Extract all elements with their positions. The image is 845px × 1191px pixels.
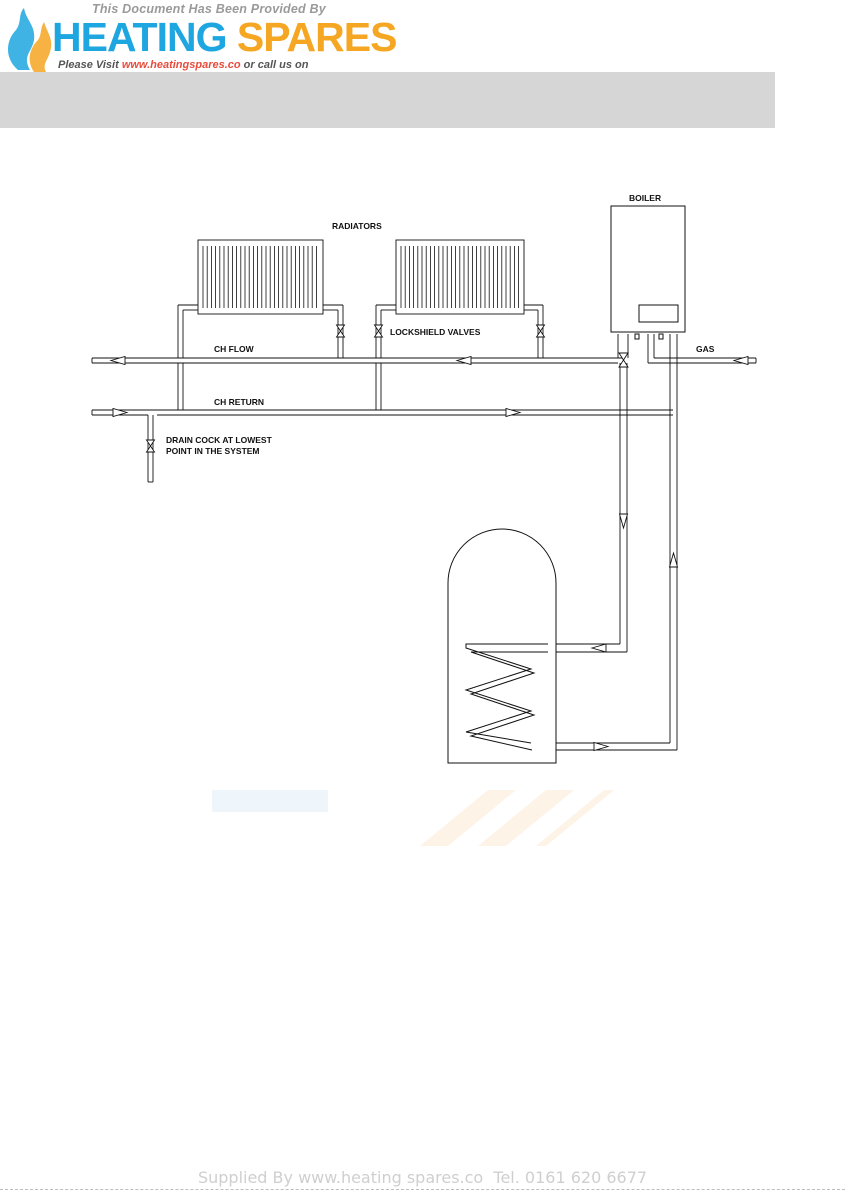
radiator-1 [198, 240, 323, 314]
label-ch-flow: CH FLOW [214, 344, 255, 354]
boiler-control-panel [639, 305, 678, 322]
label-drain-cock-line1: DRAIN COCK AT LOWEST [166, 435, 273, 445]
arrow-primary-up [670, 553, 678, 567]
label-radiators: RADIATORS [332, 221, 382, 231]
label-gas: GAS [696, 344, 715, 354]
boiler-unit [611, 206, 685, 339]
radiator-2 [396, 240, 524, 314]
footer-rule [0, 1189, 845, 1190]
boiler-diverter-valve [619, 353, 628, 367]
label-ch-return: CH RETURN [214, 397, 264, 407]
pipework [92, 305, 756, 750]
flow-arrows [111, 357, 748, 751]
arrow-primary-down [620, 514, 628, 528]
label-boiler: BOILER [629, 193, 661, 203]
arrow-cylinder-in [592, 644, 606, 652]
hot-water-cylinder [448, 529, 556, 763]
arrow-cylinder-out [594, 743, 608, 751]
label-lockshield-valves: LOCKSHIELD VALVES [390, 327, 481, 337]
label-drain-cock-line2: POINT IN THE SYSTEM [166, 446, 260, 456]
watermark-blue-band [212, 790, 328, 812]
watermark-flame-stripes [420, 790, 614, 846]
footer-supplied-by: Supplied By www.heating spares.co Tel. 0… [0, 1168, 845, 1187]
